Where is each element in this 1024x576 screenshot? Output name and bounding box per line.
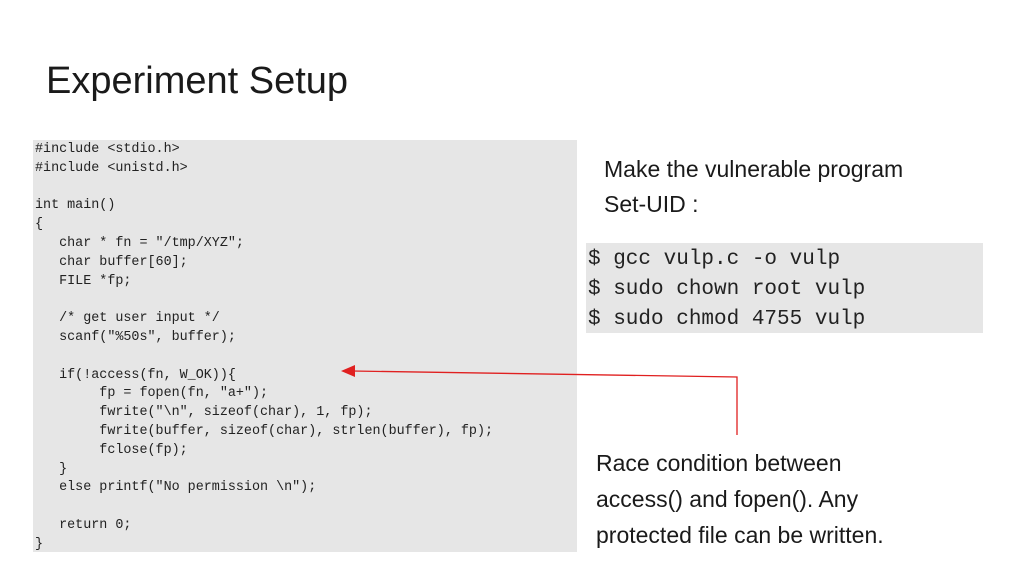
callout-arrowhead xyxy=(341,365,355,377)
command-line-2: $ sudo chown root vulp xyxy=(588,278,866,301)
note-line-2: access() and fopen(). Any xyxy=(596,486,859,512)
command-line-1: $ gcc vulp.c -o vulp xyxy=(588,248,841,271)
command-lines: $ gcc vulp.c -o vulp $ sudo chown root v… xyxy=(588,245,865,335)
race-condition-note: Race condition between access() and fope… xyxy=(596,445,884,553)
command-line-3: $ sudo chmod 4755 vulp xyxy=(588,308,866,331)
description-line-1: Make the vulnerable program xyxy=(604,156,904,182)
note-line-3: protected file can be written. xyxy=(596,522,884,548)
description-text: Make the vulnerable program Set-UID : xyxy=(604,152,903,222)
note-line-1: Race condition between xyxy=(596,450,842,476)
code-listing: #include <stdio.h> #include <unistd.h> i… xyxy=(33,140,577,552)
callout-arrow-line xyxy=(351,370,738,435)
description-line-2: Set-UID : xyxy=(604,191,699,217)
code-text: #include <stdio.h> #include <unistd.h> i… xyxy=(35,142,494,552)
command-listing: $ gcc vulp.c -o vulp $ sudo chown root v… xyxy=(586,243,983,333)
slide-title: Experiment Setup xyxy=(46,60,349,102)
